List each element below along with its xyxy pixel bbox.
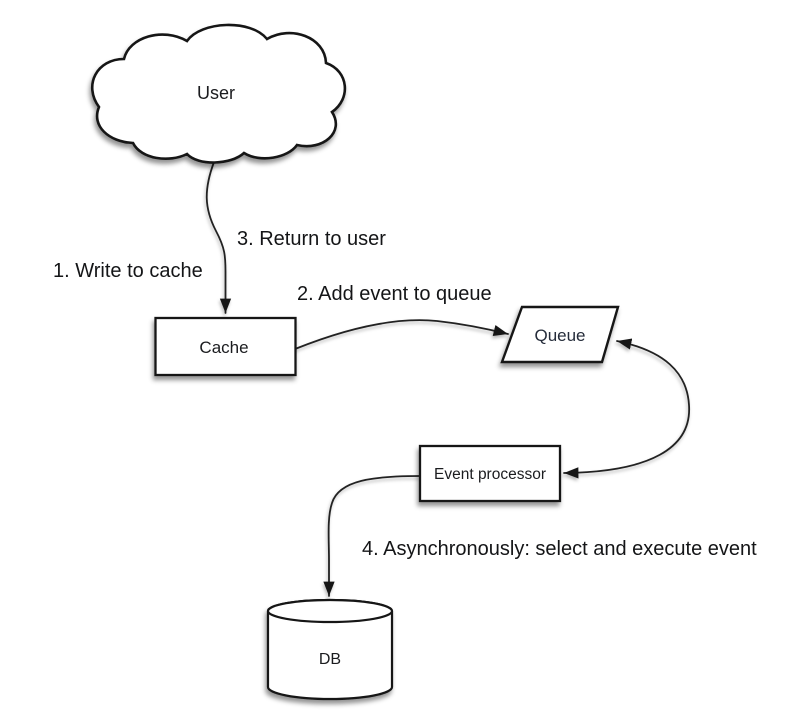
step-labels-layer: 1. Write to cache 3. Return to user 2. A… [53,228,757,560]
step1-label: 1. Write to cache [53,260,203,282]
step2-label: 2. Add event to queue [297,283,492,305]
edge-user-to-cache-arrow [205,161,232,314]
user-cloud-shape [90,23,347,164]
cache-label: Cache [199,338,248,357]
db-cylinder-top-shape [266,598,394,624]
cache-box-shape [154,316,297,377]
node-cache [154,316,297,377]
event-processor-box-shape [418,444,562,503]
nodes-layer [90,23,620,701]
edge-event-processor-to-db-arrow [323,475,421,597]
edges-layer [205,161,690,597]
edge-cache-to-queue-arrow [294,319,509,350]
step4-label: 4. Asynchronously: select and execute ev… [362,538,757,560]
step3-label: 3. Return to user [237,228,386,250]
node-db [266,598,394,701]
node-user [90,23,347,164]
node-labels-layer: User Cache Queue Event processor DB [197,83,586,668]
queue-parallelogram-shape [500,305,620,364]
node-queue [500,305,620,364]
queue-label: Queue [534,326,585,345]
user-label: User [197,83,235,103]
edge-event-processor-queue-arrow [563,338,690,479]
event-processor-label: Event processor [434,466,546,483]
node-event-processor [418,444,562,503]
db-label: DB [319,651,341,668]
